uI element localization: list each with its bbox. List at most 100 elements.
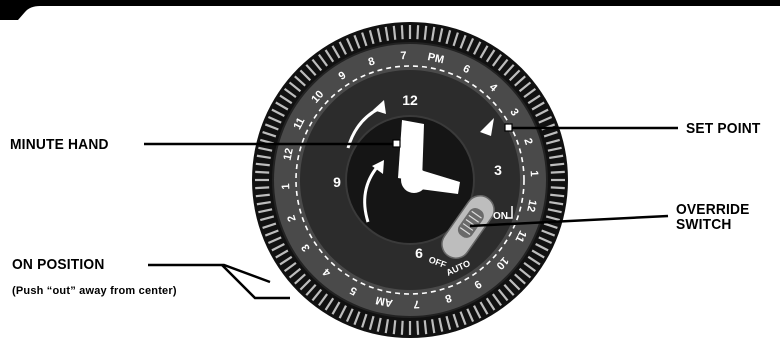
rotation-arrow-inner [363, 165, 380, 223]
knurl-ridge [305, 284, 317, 296]
knurl-ridge [283, 88, 297, 99]
knurl-ridge [473, 41, 482, 55]
knurl-ridge [550, 186, 565, 190]
knurl-ridge [384, 26, 390, 41]
knurl-ridge [305, 64, 317, 76]
knurl-ridge [523, 261, 537, 272]
knurl-ridge [361, 32, 368, 47]
knurl-ridge [541, 229, 556, 237]
knurl-ridge [479, 301, 489, 315]
knurl-ridge [547, 146, 562, 152]
knurl-ridge [497, 58, 509, 72]
knurl-ridge [271, 243, 285, 252]
outer-ring-label: 1 [280, 183, 292, 190]
hands-pivot [401, 167, 427, 193]
knurl-ridge [267, 236, 282, 245]
knurl-ridge [452, 313, 459, 328]
knurl-ridge [445, 29, 452, 45]
knurl-ridge [258, 146, 273, 152]
knurl-ridge [255, 162, 270, 167]
knurl-ridge [294, 75, 306, 87]
knurl-ridge [400, 320, 404, 335]
knurl-ridge [518, 81, 532, 93]
hour-label-6: 6 [415, 245, 423, 261]
knurl-ridge [550, 193, 565, 198]
top-header-band [0, 0, 780, 20]
knurl-ridge [376, 28, 382, 43]
knurl-ridge [518, 267, 532, 279]
outer-ring-label: 9 [472, 277, 484, 290]
knurl-ridge [288, 81, 302, 93]
knurl-ridge [264, 123, 279, 131]
outer-ring-label: 2 [521, 137, 534, 147]
knurl-ridge [535, 243, 549, 252]
knurl-ridge [543, 131, 558, 138]
outer-ring-label: 7 [400, 50, 407, 62]
outer-ring-label: 8 [444, 291, 454, 304]
knurl-ridge [392, 320, 397, 335]
knurl-ridge [338, 305, 347, 319]
knurl-ridge [294, 273, 306, 285]
knurl-ridge [311, 58, 323, 72]
knurl-ridge [423, 25, 428, 40]
knurl-ridge [255, 186, 270, 190]
outer-ring-label: PM [426, 51, 445, 66]
knurl-ridge [452, 32, 459, 47]
knurl-ridge [545, 215, 561, 222]
outer-ring-label: 6 [461, 63, 472, 76]
knurl-ridge [267, 115, 282, 124]
knurl-ridge [527, 255, 541, 266]
knurl-ridge [376, 317, 382, 332]
knurl-ridge [275, 249, 289, 259]
knurl-ridge [473, 305, 482, 319]
knurl-ridge [479, 45, 489, 59]
knurl-ridge [345, 37, 354, 52]
outer-ring-label: 12 [282, 147, 296, 161]
set-point-label: SET POINT [686, 120, 761, 137]
knurl-ridge [549, 200, 564, 206]
knurl-ridge [459, 34, 467, 49]
switch-label-on: ON [493, 211, 508, 222]
outer-ring-label: 12 [524, 199, 538, 213]
knurl-ridge [466, 37, 475, 52]
knurl-ridge [531, 101, 545, 111]
knurl-ridge [491, 53, 502, 67]
switch-on-bracket [505, 206, 513, 219]
hour-label-9: 9 [333, 174, 341, 190]
knurl-ridge [416, 320, 420, 335]
knurl-ridge [324, 49, 335, 63]
knurl-ridge [255, 170, 270, 174]
knurl-ridge [392, 25, 397, 40]
knurl-ridge [275, 101, 289, 111]
knurl-ridge [430, 26, 436, 41]
knurl-ridge [459, 311, 467, 326]
outer-ring-label: AM [375, 294, 394, 309]
knurl-ridge [531, 249, 545, 259]
hour-label-3: 3 [494, 162, 502, 178]
override-switch-leader [469, 214, 669, 228]
outer-ring-label: 11 [512, 228, 528, 244]
knurl-ridge [438, 28, 444, 43]
outer-ring-label: 2 [285, 214, 298, 224]
knurl-ridge [485, 49, 496, 63]
outer-ring-label: 11 [292, 116, 308, 132]
knurl-ridge [288, 267, 302, 279]
minute-hand-marker [392, 139, 401, 148]
knurl-ridge [324, 297, 335, 311]
knurl-ridge [259, 215, 275, 222]
outer-ring-label: 3 [299, 242, 312, 254]
knurl-ridge [466, 308, 475, 323]
set-point-marker [504, 123, 513, 132]
knurl-ridge [523, 88, 537, 99]
hour-label-12: 12 [402, 92, 418, 108]
knurl-ridge [423, 320, 428, 335]
knurl-ridge [368, 29, 375, 45]
knurl-ridge [262, 131, 277, 138]
knurl-ridge [416, 25, 420, 40]
knurl-ridge [318, 293, 329, 307]
knurl-ridge [279, 255, 293, 266]
knurl-ridge [485, 297, 496, 311]
minute-hand-label: MINUTE HAND [10, 136, 109, 153]
knurl-ridge [283, 261, 297, 272]
